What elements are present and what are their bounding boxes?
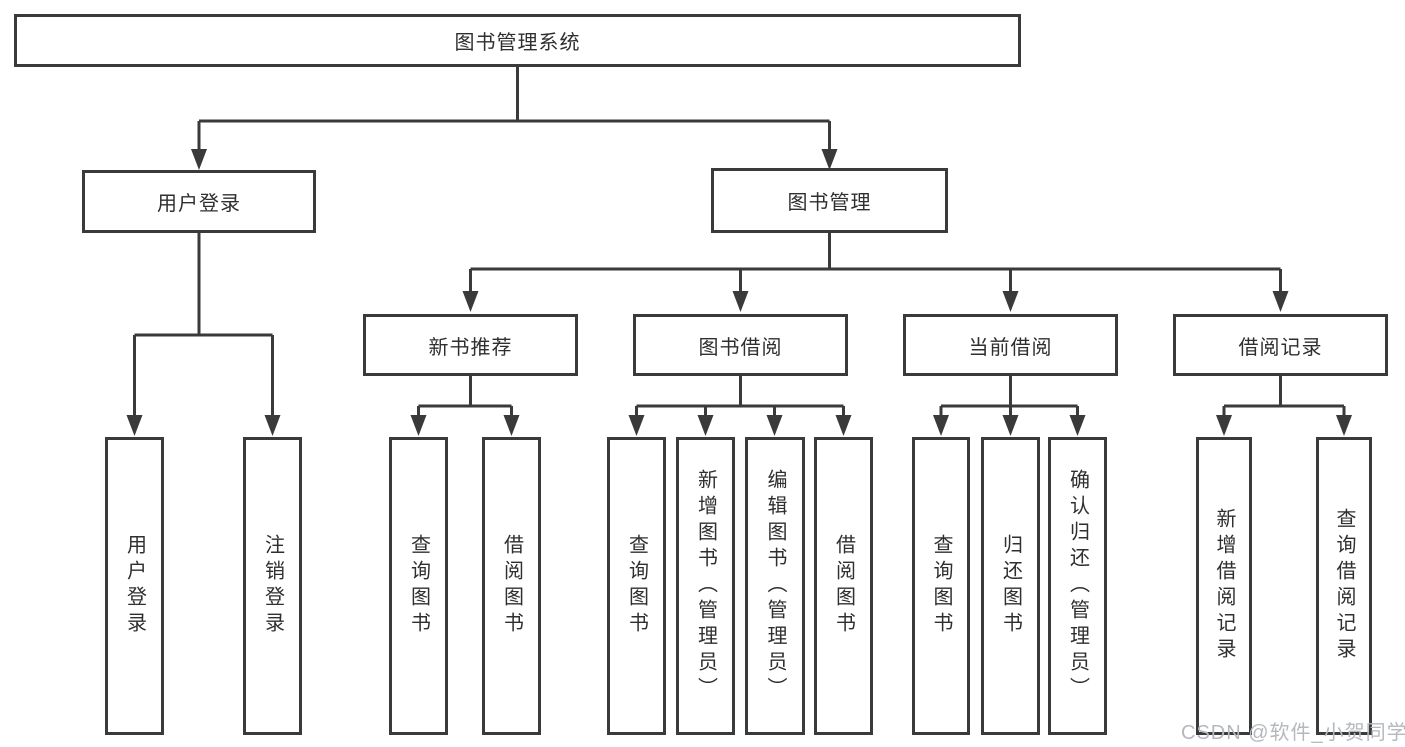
node-cb-return-books: 归还图书 [981, 437, 1040, 735]
node-cb-confirm-return-admin: 确认归还（管理员） [1048, 437, 1107, 735]
node-cb-query-books: 查询图书 [912, 437, 970, 735]
watermark: CSDN @软件_小贺同学 [1181, 722, 1405, 744]
node-nb-query-books: 查询图书 [389, 437, 448, 735]
node-nb-borrow-books: 借阅图书 [482, 437, 541, 735]
node-book-management: 图书管理 [711, 168, 948, 233]
node-bb-query-books: 查询图书 [607, 437, 666, 735]
node-user-login: 用户登录 [82, 170, 316, 233]
node-bb-edit-books-admin: 编辑图书（管理员） [745, 437, 805, 735]
node-logout: 注销登录 [243, 437, 302, 735]
node-new-book-recommend: 新书推荐 [363, 314, 578, 376]
node-book-borrowing: 图书借阅 [633, 314, 848, 376]
node-br-query-record: 查询借阅记录 [1316, 437, 1372, 735]
node-current-borrowing: 当前借阅 [903, 314, 1118, 376]
node-library-system: 图书管理系统 [14, 14, 1021, 67]
node-user-login-leaf: 用户登录 [105, 437, 164, 735]
node-bb-add-books-admin: 新增图书（管理员） [676, 437, 735, 735]
node-bb-borrow-books: 借阅图书 [814, 437, 873, 735]
node-borrowing-records: 借阅记录 [1173, 314, 1388, 376]
node-br-add-record: 新增借阅记录 [1196, 437, 1252, 735]
